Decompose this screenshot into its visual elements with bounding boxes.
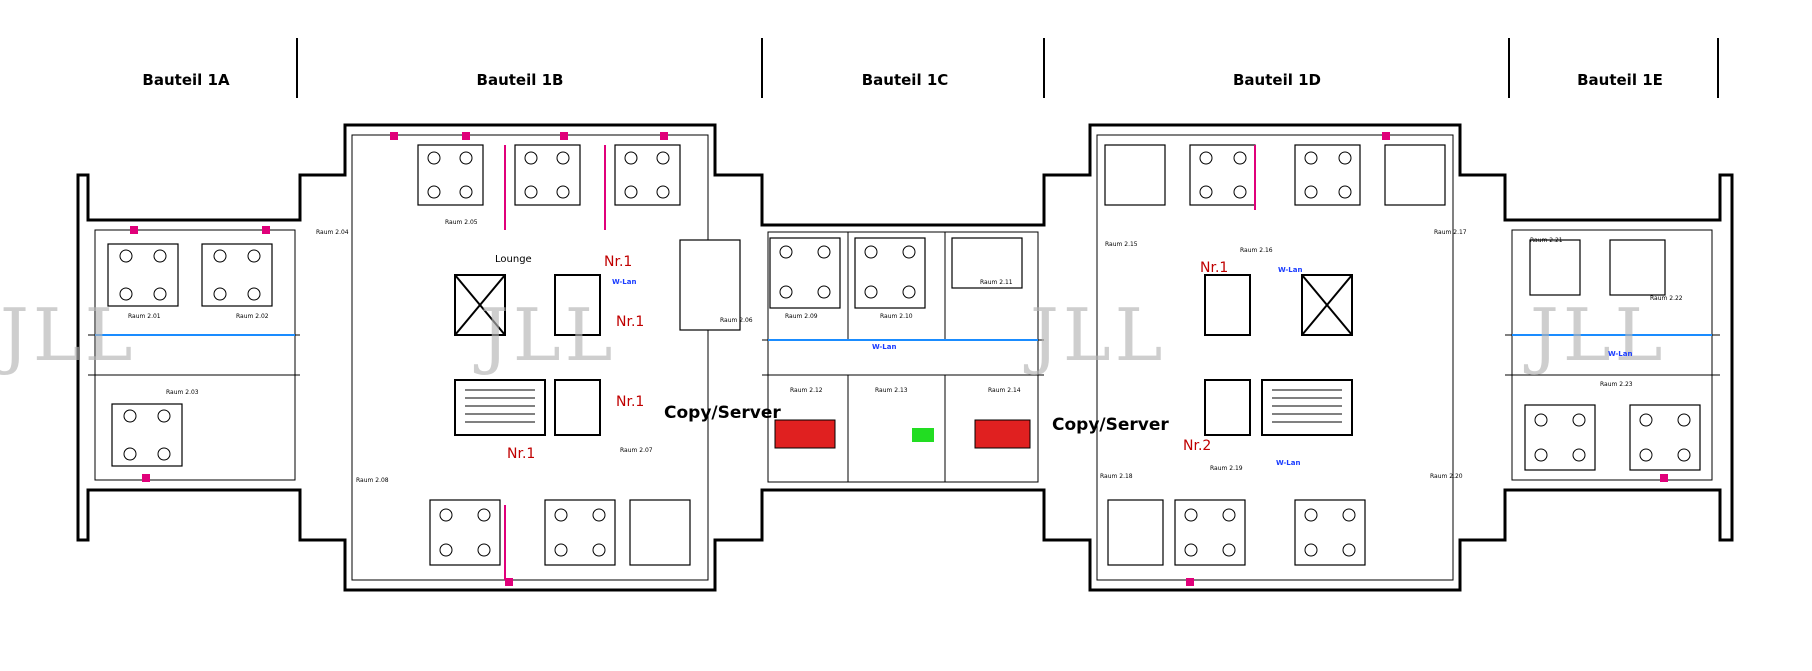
nr-label: Nr.1 (616, 394, 644, 410)
room-label: Raum 2.07 (620, 447, 653, 454)
section-dividers (296, 38, 1719, 98)
room-label: Raum 2.01 (128, 313, 161, 320)
room-label: Raum 2.13 (875, 387, 908, 394)
room-label: Raum 2.20 (1430, 473, 1463, 480)
green-marker (912, 428, 934, 442)
copy-server-label-right: Copy/Server (1052, 415, 1169, 435)
wlan-label: W-Lan (1276, 459, 1300, 467)
room-label: Raum 2.16 (1240, 247, 1273, 254)
red-markers (130, 132, 1668, 586)
section-label-1d: Bauteil 1D (1233, 71, 1321, 89)
watermark: JLL JLL JLL JLL (0, 293, 1667, 377)
room-label: Raum 2.14 (988, 387, 1021, 394)
room-label: Raum 2.02 (236, 313, 269, 320)
copy-server-label-left: Copy/Server (664, 403, 781, 423)
watermark-text-4: JLL (1523, 293, 1667, 377)
room-label: Raum 2.23 (1600, 381, 1633, 388)
stair-treads (465, 389, 1342, 423)
room-label: Raum 2.06 (720, 317, 753, 324)
lounge-label: Lounge (495, 254, 532, 265)
nr-label: Nr.1 (1200, 260, 1228, 276)
room-label: Raum 2.19 (1210, 465, 1243, 472)
nr-label: Nr.1 (616, 314, 644, 330)
workstations (107, 144, 1701, 566)
section-label-1b: Bauteil 1B (477, 71, 564, 89)
room-label: Raum 2.09 (785, 313, 818, 320)
wlan-label: W-Lan (1278, 266, 1302, 274)
wlan-label: W-Lan (612, 278, 636, 286)
nr-label: Nr.1 (604, 254, 632, 270)
wlan-label: W-Lan (872, 343, 896, 351)
room-label: Raum 2.11 (980, 279, 1013, 286)
section-label-1c: Bauteil 1C (862, 71, 949, 89)
room-label: Raum 2.18 (1100, 473, 1133, 480)
room-label: Raum 2.15 (1105, 241, 1138, 248)
room-labels: Raum 2.01 Raum 2.02 Raum 2.03 Raum 2.04 … (128, 219, 1683, 484)
section-label-1a: Bauteil 1A (142, 71, 230, 89)
section-label-1e: Bauteil 1E (1577, 71, 1663, 89)
watermark-text-1: JLL (0, 293, 137, 377)
room-label: Raum 2.10 (880, 313, 913, 320)
nr-label: Nr.1 (507, 446, 535, 462)
watermark-text-3: JLL (1023, 293, 1167, 377)
room-label: Raum 2.08 (356, 477, 389, 484)
room-label: Raum 2.03 (166, 389, 199, 396)
nr-label: Nr.2 (1183, 438, 1211, 454)
accent-lines (95, 145, 1712, 580)
room-label: Raum 2.17 (1434, 229, 1467, 236)
chairs (119, 151, 1691, 557)
room-label: Raum 2.05 (445, 219, 478, 226)
room-label: Raum 2.04 (316, 229, 349, 236)
room-label: Raum 2.12 (790, 387, 823, 394)
watermark-text-2: JLL (473, 293, 617, 377)
cores (454, 274, 1353, 436)
building-outline (76, 123, 1734, 592)
room-label: Raum 2.22 (1650, 295, 1683, 302)
wlan-label: W-Lan (1608, 350, 1632, 358)
room-label: Raum 2.21 (1530, 237, 1563, 244)
meeting-tables (774, 419, 1031, 449)
